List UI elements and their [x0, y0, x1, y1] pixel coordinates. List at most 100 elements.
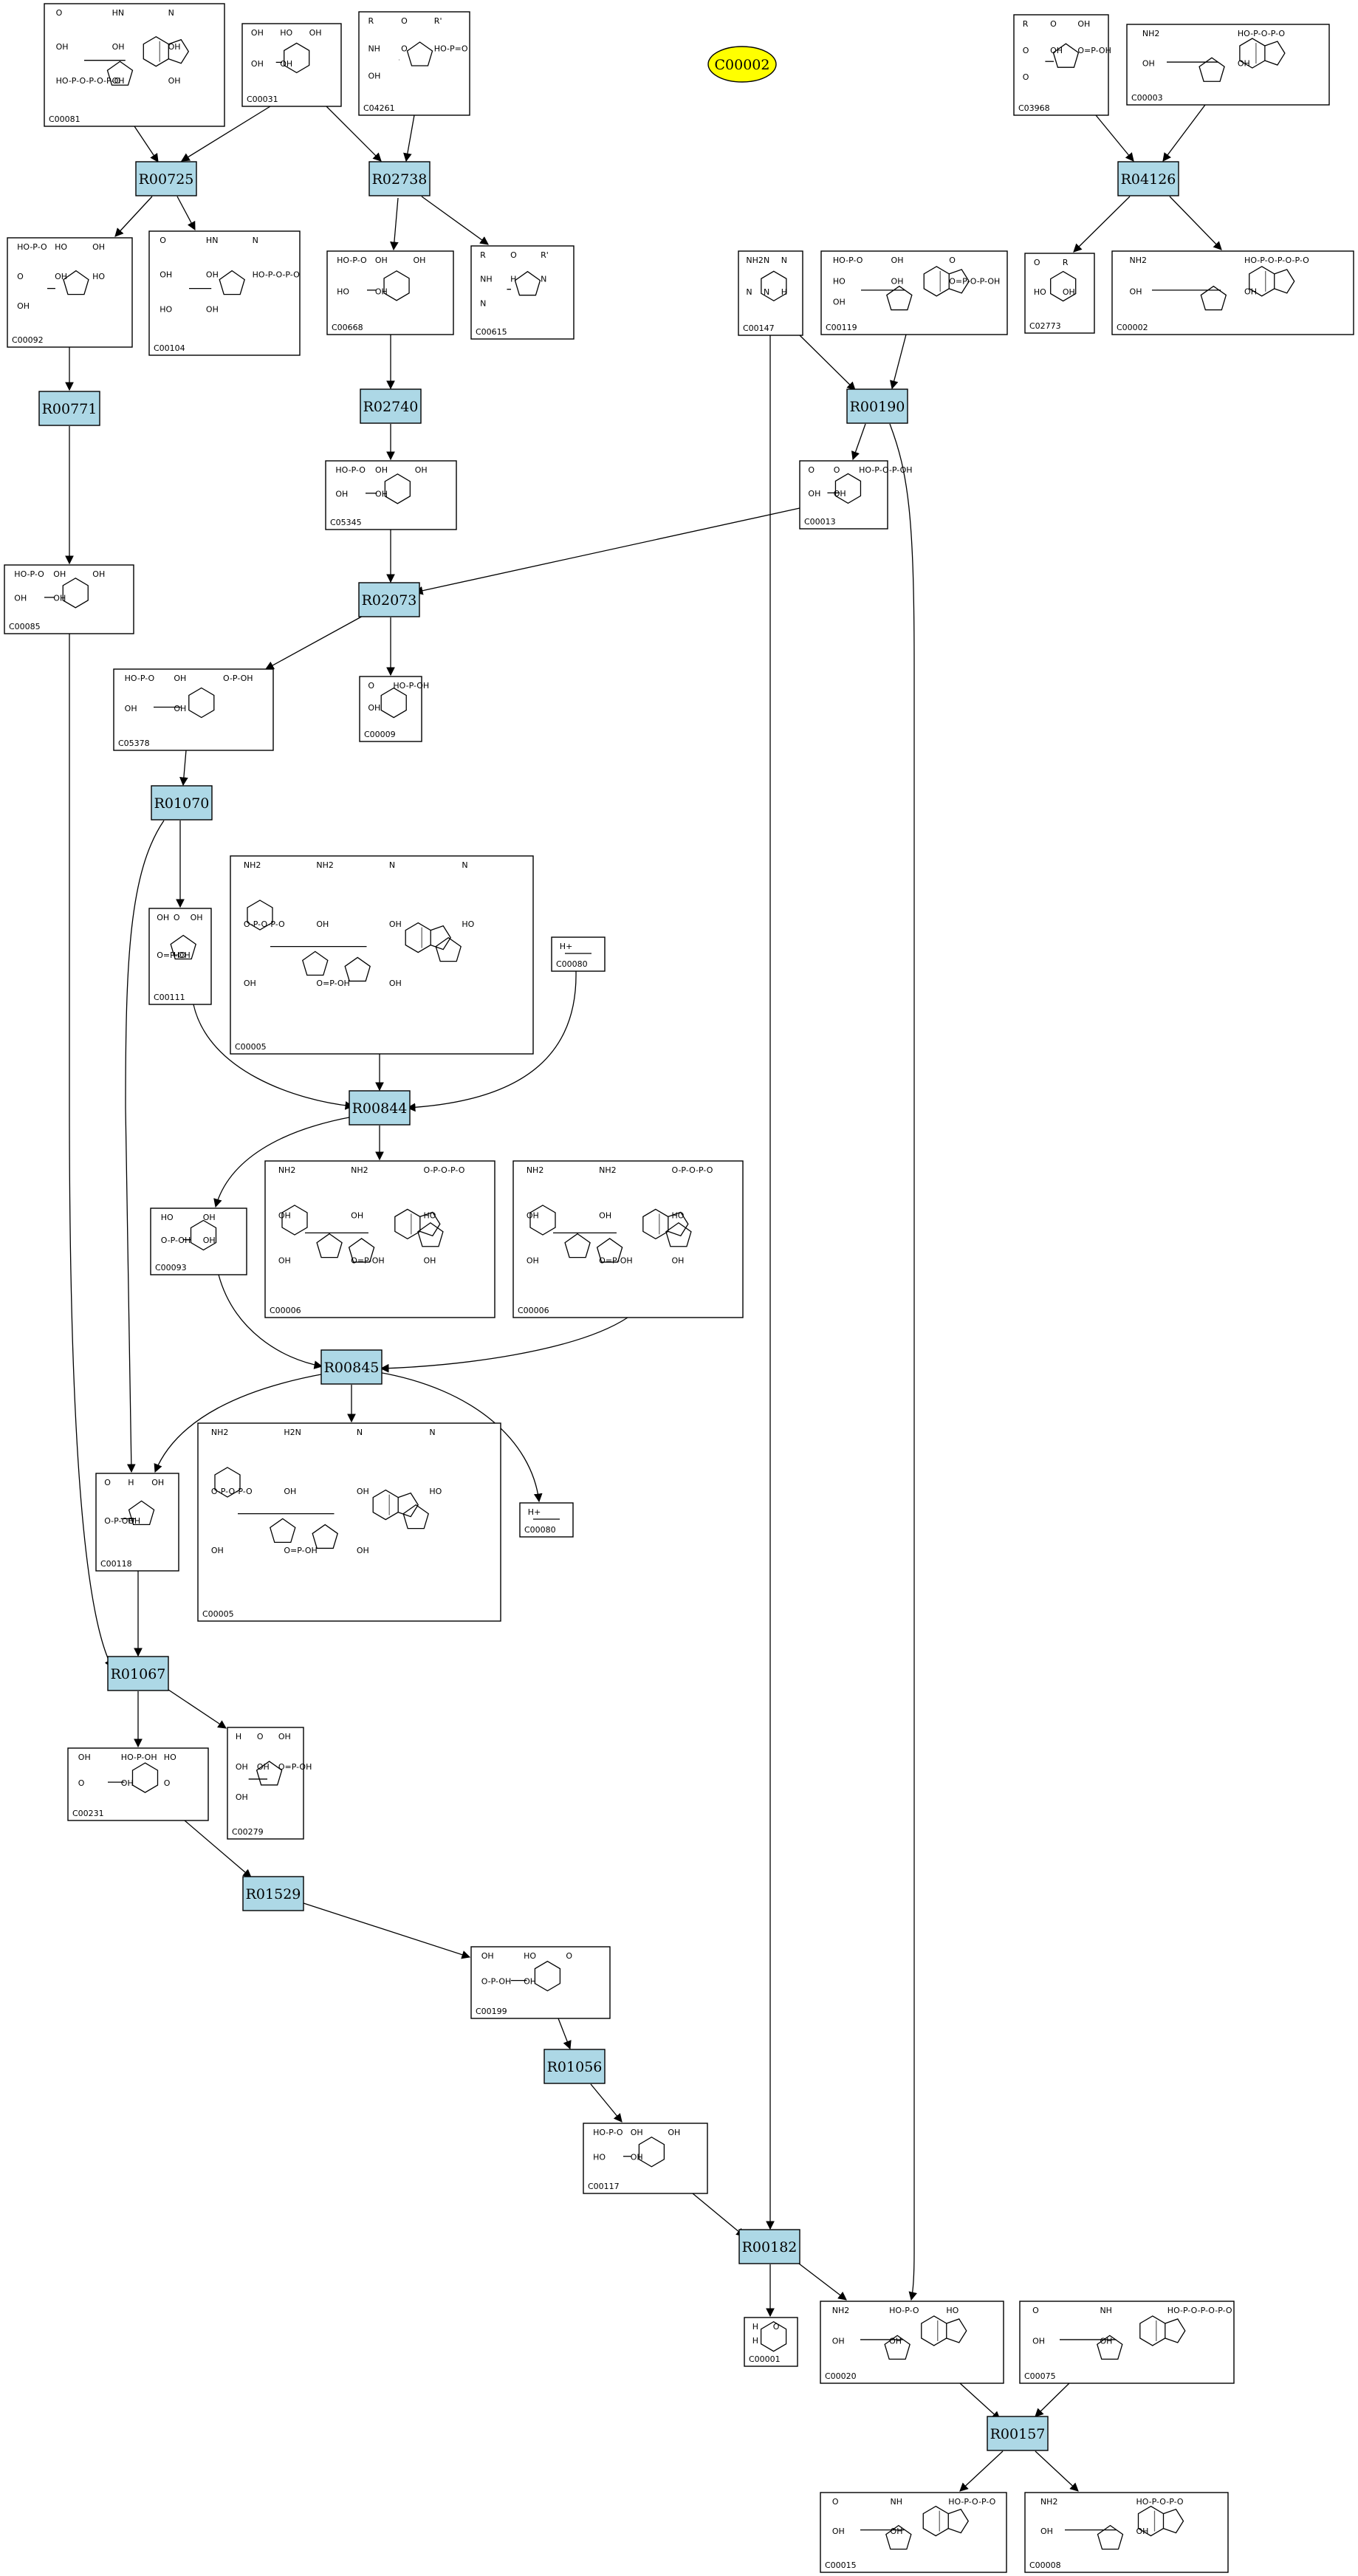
- reaction-node-r00157[interactable]: R00157: [987, 2416, 1049, 2451]
- reaction-node-r01067[interactable]: R01067: [107, 1656, 169, 1691]
- reaction-label: R00190: [850, 399, 905, 415]
- atom-label: OH: [335, 490, 348, 499]
- edge: [795, 2261, 847, 2301]
- reaction-node-r01529[interactable]: R01529: [242, 1876, 304, 1911]
- atom-label: R': [541, 250, 549, 260]
- compound-id-label: C00005: [235, 1042, 267, 1052]
- highlighted-compound[interactable]: C00002: [707, 46, 777, 83]
- reaction-node-r00845[interactable]: R00845: [320, 1349, 383, 1385]
- atom-label: OH: [53, 569, 66, 579]
- reaction-label: R04126: [1121, 171, 1176, 188]
- reaction-node-r02740[interactable]: R02740: [360, 388, 422, 424]
- atom-label: O-P-O-P-O: [424, 1165, 465, 1175]
- atom-label: OH: [251, 28, 264, 38]
- atom-label: H: [781, 287, 787, 297]
- compound-box: [820, 2492, 1007, 2573]
- atom-label: OH: [53, 594, 66, 603]
- edge: [163, 1686, 227, 1729]
- atom-label: OH: [78, 1753, 91, 1762]
- atom-label: OH: [672, 1256, 685, 1266]
- atom-label: O: [808, 465, 815, 475]
- edge: [377, 1371, 543, 1503]
- atom-label: OH: [125, 704, 137, 713]
- reaction-node-r01056[interactable]: R01056: [543, 2049, 606, 2084]
- compound-id-label: C00104: [154, 343, 185, 353]
- atom-label: O-P-O-P-O: [244, 919, 285, 929]
- atom-label: N: [746, 287, 752, 297]
- atom-label: OH: [309, 28, 322, 38]
- reaction-node-r04126[interactable]: R04126: [1117, 161, 1179, 196]
- reaction-node-r01070[interactable]: R01070: [151, 785, 213, 821]
- structure-drawing: [511, 1960, 561, 1992]
- reaction-label: R01056: [547, 2059, 603, 2075]
- compound-box: [1024, 2492, 1229, 2573]
- reaction-node-r00190[interactable]: R00190: [846, 388, 908, 424]
- atom-label: OH: [257, 1762, 270, 1772]
- reaction-node-r00771[interactable]: R00771: [38, 391, 100, 426]
- edge: [390, 197, 399, 251]
- reaction-node-r00182[interactable]: R00182: [738, 2229, 800, 2264]
- atom-label: OH: [151, 1478, 164, 1487]
- reaction-box: [242, 1876, 304, 1911]
- reaction-box: [135, 161, 197, 196]
- compound-id-label: C00119: [826, 323, 857, 332]
- reaction-label: R01529: [246, 1886, 301, 1902]
- compound-box: [227, 1727, 304, 1840]
- reaction-node-r00844[interactable]: R00844: [349, 1090, 411, 1126]
- atom-label: OH: [236, 1762, 248, 1772]
- reaction-box: [358, 582, 420, 617]
- atom-label: HO: [337, 287, 349, 297]
- edge: [959, 2383, 1001, 2420]
- reaction-node-r02738[interactable]: R02738: [368, 161, 431, 196]
- atom-label: O: [1032, 2306, 1039, 2315]
- compound-box: [358, 11, 470, 116]
- structure-drawing: [281, 1205, 444, 1263]
- atom-label: O: [834, 465, 840, 475]
- atom-label: HO-P=O: [434, 44, 468, 53]
- compound-node-c00080[interactable]: H+C00080: [519, 1502, 574, 1538]
- atom-label: HO: [161, 1213, 174, 1222]
- atom-label: OH: [1238, 59, 1250, 69]
- edge: [851, 423, 866, 461]
- reaction-node-r00725[interactable]: R00725: [135, 161, 197, 196]
- compound-id-label: C00118: [100, 1559, 132, 1569]
- atom-label: HO-P-O: [14, 569, 44, 579]
- compound-node-c00080[interactable]: H+C00080: [551, 936, 606, 972]
- reaction-node-r02073[interactable]: R02073: [358, 582, 420, 617]
